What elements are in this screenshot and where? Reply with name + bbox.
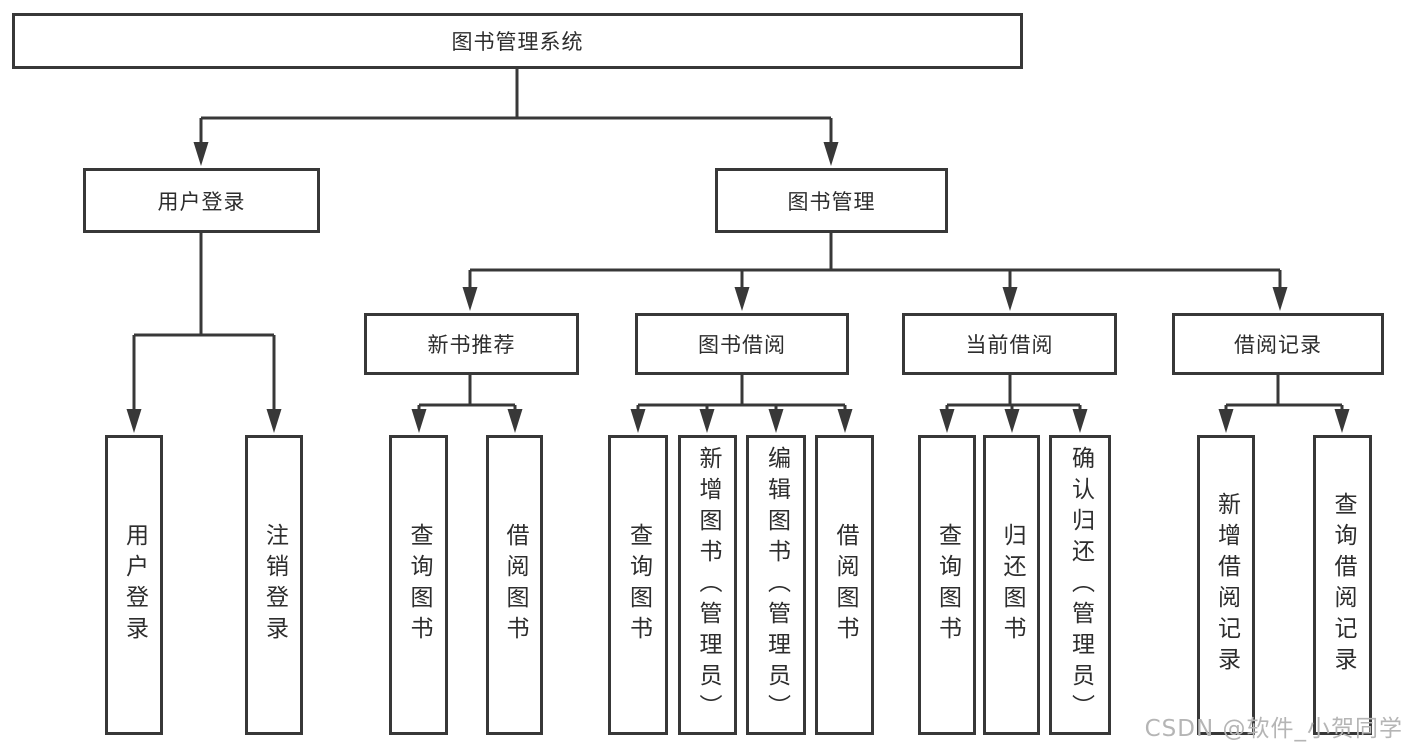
leaf-borrow-books: 借阅图书 [815, 435, 874, 735]
leaf-query-borrow-record: 查询借阅记录 [1313, 435, 1372, 735]
node-root-system: 图书管理系统 [12, 13, 1023, 69]
leaf-query-books-recommend: 查询图书 [389, 435, 448, 735]
csdn-watermark: CSDN @软件_小贺同学 [1144, 716, 1403, 742]
leaf-edit-book-admin: 编辑图书（管理员） [746, 435, 806, 735]
leaf-query-books-current: 查询图书 [918, 435, 976, 735]
leaf-query-books-borrowing: 查询图书 [608, 435, 668, 735]
leaf-confirm-return-admin: 确认归还（管理员） [1049, 435, 1111, 735]
leaf-borrow-books-recommend: 借阅图书 [486, 435, 543, 735]
node-new-book-recommend: 新书推荐 [364, 313, 579, 375]
leaf-user-login: 用户登录 [105, 435, 163, 735]
node-current-borrowing: 当前借阅 [902, 313, 1117, 375]
node-book-management: 图书管理 [715, 168, 948, 233]
node-book-borrowing: 图书借阅 [635, 313, 849, 375]
leaf-return-book: 归还图书 [983, 435, 1040, 735]
node-user-login: 用户登录 [83, 168, 320, 233]
leaf-add-borrow-record: 新增借阅记录 [1197, 435, 1255, 735]
node-borrowing-records: 借阅记录 [1172, 313, 1384, 375]
leaf-add-book-admin: 新增图书（管理员） [678, 435, 737, 735]
leaf-logout: 注销登录 [245, 435, 303, 735]
